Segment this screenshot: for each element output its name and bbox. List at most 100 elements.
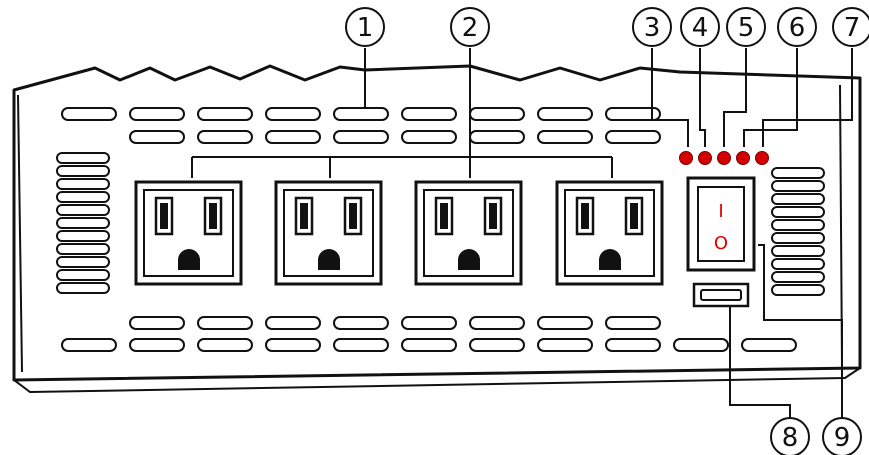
vent-slot xyxy=(333,338,389,352)
vent-slot xyxy=(469,316,525,330)
vent-slot xyxy=(605,338,661,352)
vent-slot xyxy=(56,217,110,229)
switch-on-mark: I xyxy=(718,201,723,222)
vent-slots xyxy=(56,107,825,352)
vent-slot xyxy=(56,191,110,203)
vent-slot xyxy=(56,230,110,242)
vent-slot xyxy=(56,178,110,190)
vent-slot xyxy=(537,338,593,352)
vent-slot xyxy=(537,316,593,330)
indicator-led xyxy=(736,151,750,165)
callout-3: 3 xyxy=(632,7,672,47)
vent-slot xyxy=(333,107,389,121)
vent-slot xyxy=(401,316,457,330)
vent-slot xyxy=(537,107,593,121)
leader-5 xyxy=(723,48,747,147)
outlet-ground-hole xyxy=(178,249,200,270)
callout-number: 9 xyxy=(834,423,851,453)
vent-slot xyxy=(401,107,457,121)
outlet-ground-hole xyxy=(318,249,340,270)
vent-slot xyxy=(537,130,593,144)
vent-slot xyxy=(741,338,797,352)
ac-outlet[interactable] xyxy=(274,180,383,286)
vent-slot xyxy=(771,180,825,192)
callout-6: 6 xyxy=(777,7,817,47)
ac-outlet[interactable] xyxy=(555,180,664,286)
vent-slot xyxy=(56,152,110,164)
vent-slot xyxy=(129,107,185,121)
vent-slot xyxy=(401,130,457,144)
vent-slot xyxy=(56,256,110,268)
callout-number: 3 xyxy=(644,13,661,43)
vent-slot xyxy=(469,130,525,144)
vent-slot xyxy=(469,107,525,121)
leader-7 xyxy=(762,48,853,147)
leader-8 xyxy=(729,306,791,418)
housing-inner-edge xyxy=(13,84,861,394)
vent-slot xyxy=(771,219,825,231)
vent-slot xyxy=(56,269,110,281)
vent-slot xyxy=(771,258,825,270)
vent-slot xyxy=(197,316,253,330)
vent-slot xyxy=(771,284,825,296)
vent-slot xyxy=(605,316,661,330)
vent-slot xyxy=(673,338,729,352)
vent-slot xyxy=(197,338,253,352)
callout-7: 7 xyxy=(832,7,869,47)
leader-6 xyxy=(743,48,798,147)
leader-9 xyxy=(758,244,843,418)
indicator-leds xyxy=(679,151,769,165)
power-switch[interactable]: I O xyxy=(686,176,756,272)
vent-slot xyxy=(197,130,253,144)
callout-number: 6 xyxy=(789,13,806,43)
callout-2: 2 xyxy=(450,7,490,47)
vent-slot xyxy=(265,316,321,330)
indicator-led xyxy=(755,151,769,165)
vent-slot xyxy=(771,167,825,179)
vent-slot xyxy=(265,130,321,144)
callout-5: 5 xyxy=(726,7,766,47)
vent-slot xyxy=(129,316,185,330)
callout-8: 8 xyxy=(770,417,810,455)
vent-slot xyxy=(129,130,185,144)
outlet-ground-hole xyxy=(599,249,621,270)
ac-outlet[interactable] xyxy=(414,180,523,286)
vent-slot xyxy=(771,193,825,205)
callout-number: 4 xyxy=(692,13,709,43)
leader-lines xyxy=(191,48,853,418)
switch-off-mark: O xyxy=(714,233,728,254)
ac-outlet[interactable] xyxy=(134,180,243,286)
indicator-led xyxy=(679,151,693,165)
callout-1: 1 xyxy=(345,7,385,47)
indicator-led xyxy=(698,151,712,165)
vent-slot xyxy=(56,243,110,255)
vent-slot xyxy=(771,206,825,218)
vent-slot xyxy=(56,282,110,294)
leader-3 xyxy=(651,48,689,147)
vent-slot xyxy=(771,271,825,283)
vent-slot xyxy=(469,338,525,352)
leader-4 xyxy=(699,48,706,147)
outlet-ground-hole xyxy=(458,249,480,270)
vent-slot xyxy=(771,245,825,257)
vent-slot xyxy=(333,130,389,144)
vent-slot xyxy=(265,338,321,352)
usb-port[interactable] xyxy=(692,282,750,308)
vent-slot xyxy=(129,338,185,352)
callout-number: 1 xyxy=(357,13,374,43)
vent-slot xyxy=(61,338,117,352)
vent-slot xyxy=(61,107,117,121)
vent-slot xyxy=(265,107,321,121)
callout-number: 5 xyxy=(738,13,755,43)
vent-slot xyxy=(401,338,457,352)
vent-slot xyxy=(605,130,661,144)
callout-number: 8 xyxy=(782,423,799,453)
callout-9: 9 xyxy=(822,417,862,455)
vent-slot xyxy=(56,204,110,216)
vent-slot xyxy=(771,232,825,244)
callout-number: 2 xyxy=(462,13,479,43)
vent-slot xyxy=(197,107,253,121)
